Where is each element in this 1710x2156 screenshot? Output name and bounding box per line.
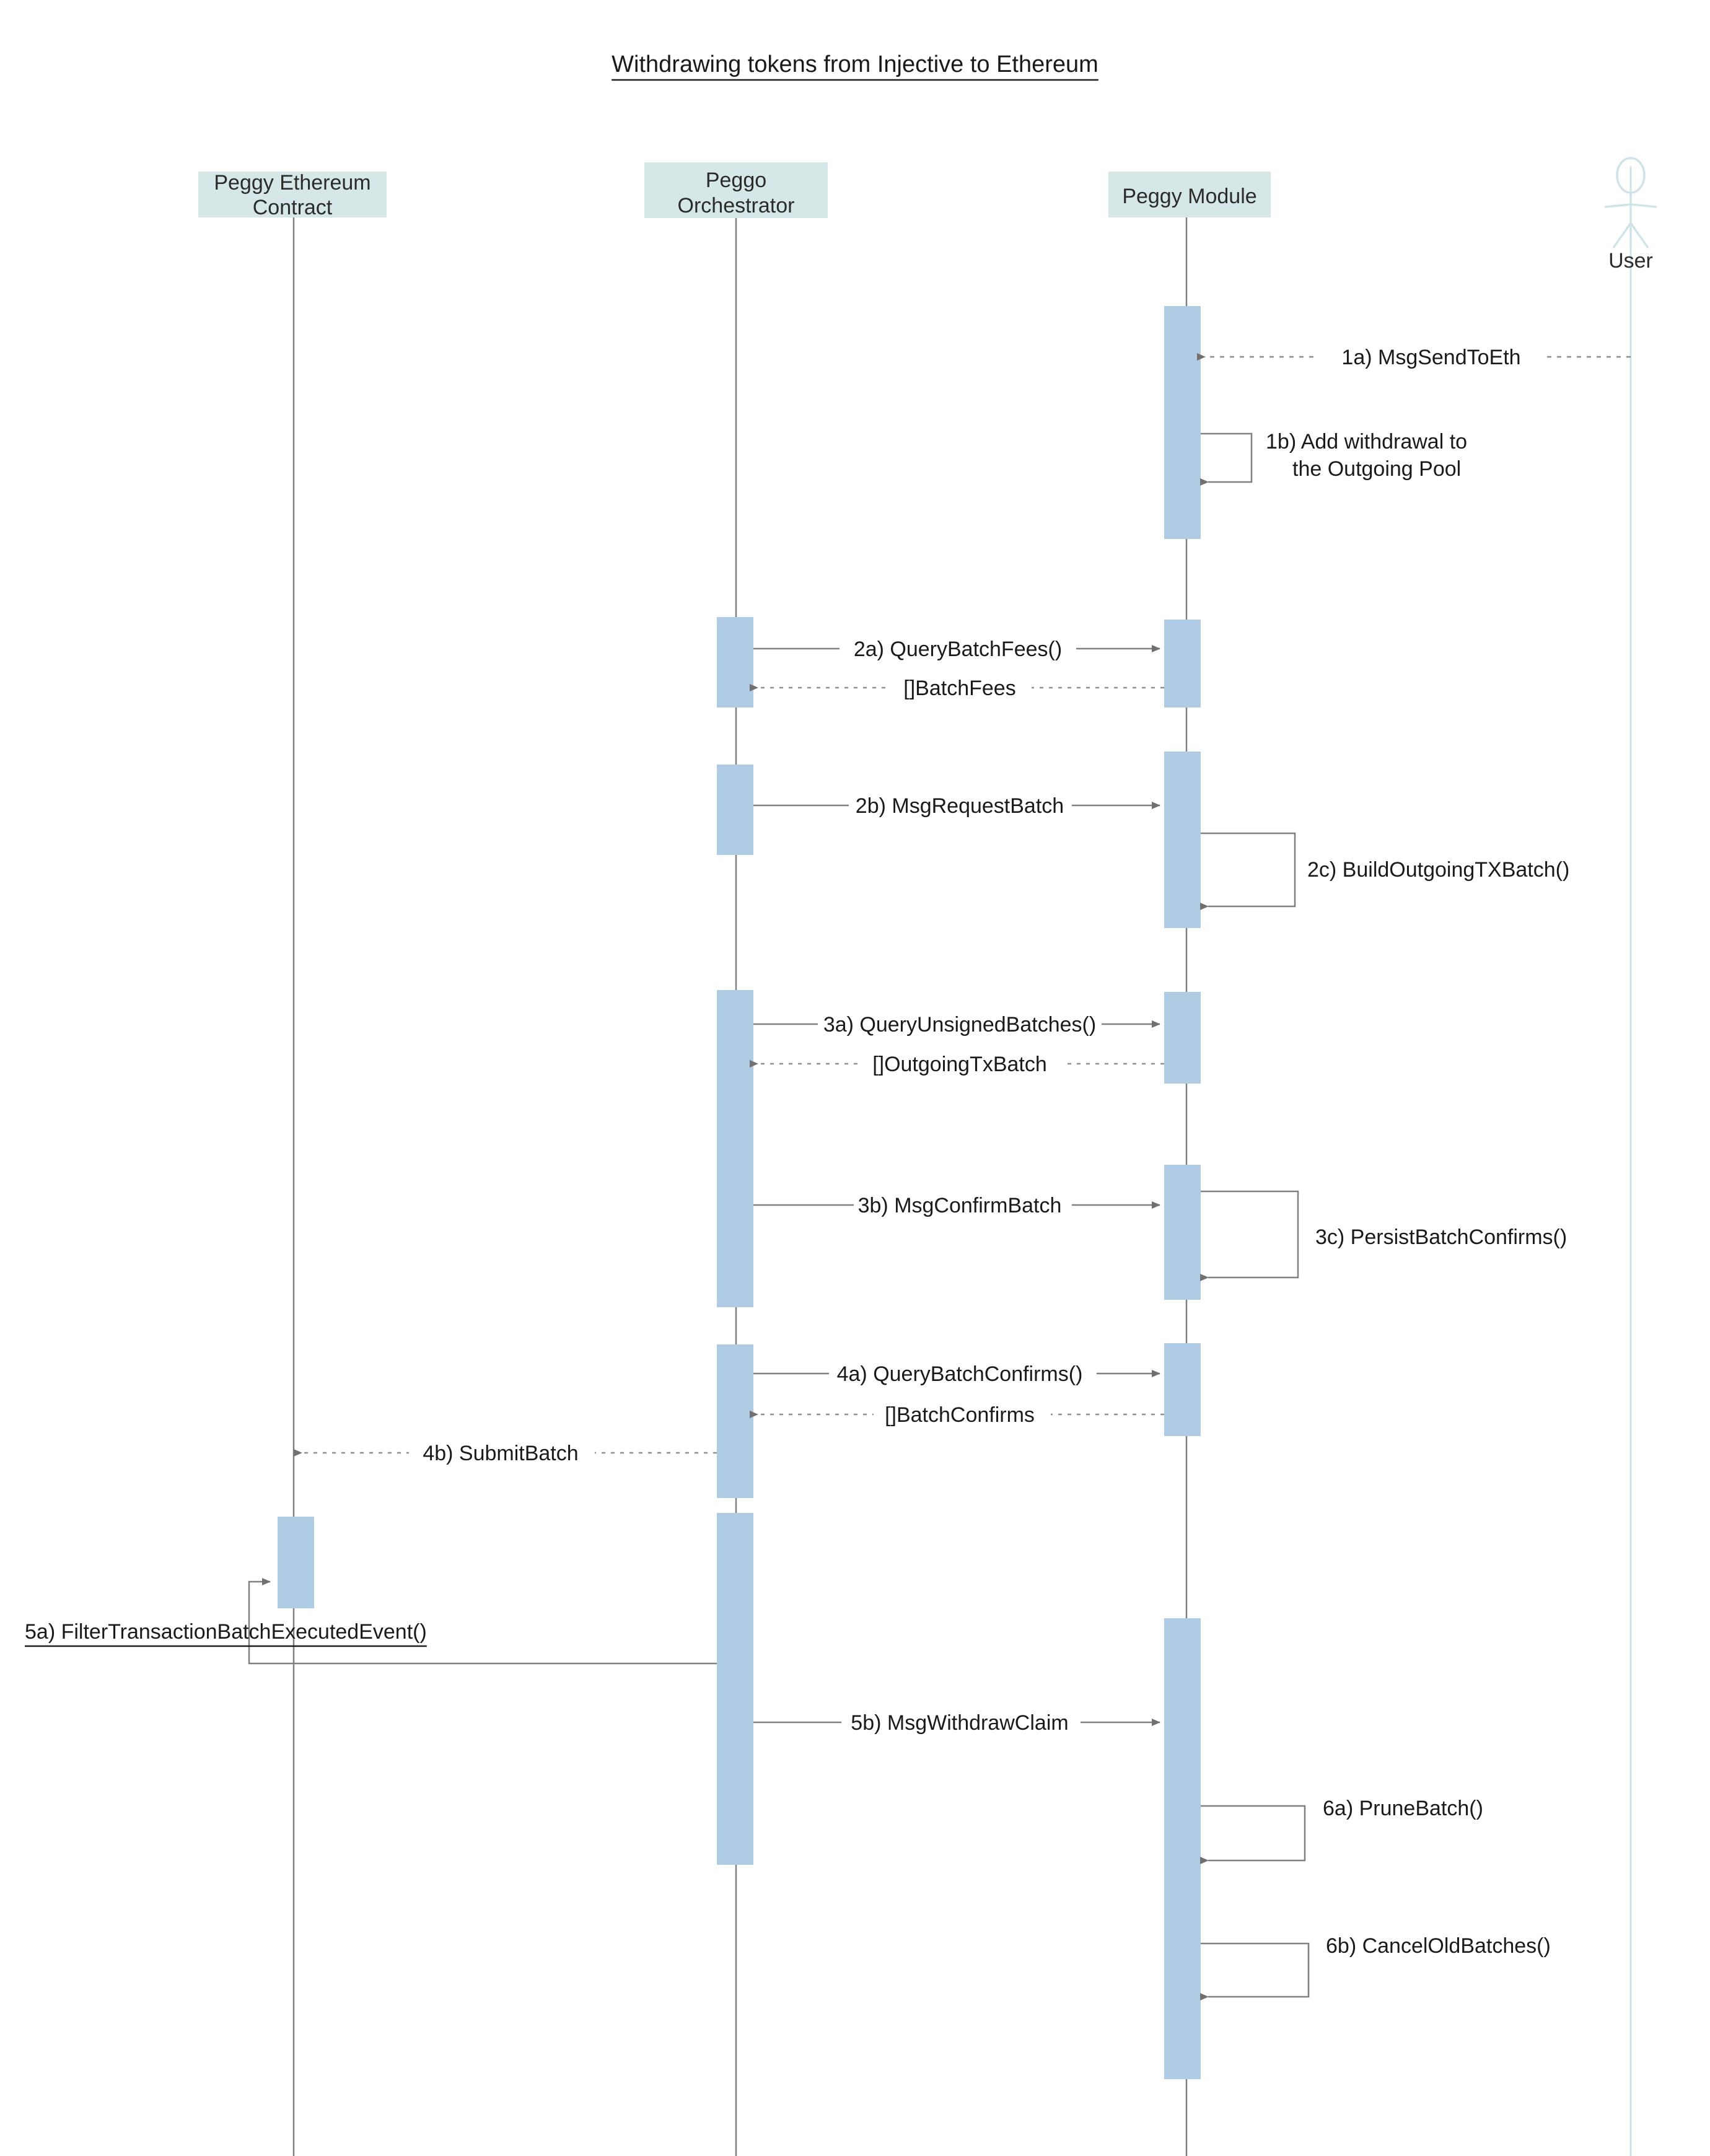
activation-module-7 [1164,1618,1201,2079]
activation-orchestrator-4 [717,1344,753,1498]
message-3c[interactable]: 3c) PersistBatchConfirms() [1200,1190,1567,1281]
activation-module-3 [1164,752,1201,928]
message-label-6a: 6a) PruneBatch() [1323,1797,1483,1820]
participant-contract[interactable]: Peggy Ethereum Contract [198,171,387,219]
message-arrow-6b [1200,1942,1310,2000]
participant-label-user: User [1608,249,1653,273]
activation-orchestrator-5 [717,1513,753,1865]
message-label-1b-line1: 1b) Add withdrawal to [1266,430,1467,454]
message-label-2a-return: []BatchFees [903,677,1015,700]
label-bg-4a-return [874,1400,1051,1429]
message-label-2b: 2b) MsgRequestBatch [856,794,1064,818]
message-2b[interactable]: 2b) MsgRequestBatch [753,791,1160,820]
message-3a[interactable]: 3a) QueryUnsignedBatches() [753,1010,1160,1038]
label-bg-3a [818,1010,1102,1038]
participant-box-contract [198,172,387,217]
participant-label-module: Peggy Module [1122,185,1256,208]
page-title: Withdrawing tokens from Injective to Eth… [612,51,1098,77]
participant-label-orchestrator-line2: Orchestrator [678,194,795,217]
activation-module-4 [1164,992,1201,1084]
message-arrow-6a [1200,1805,1306,1864]
message-4a[interactable]: 4a) QueryBatchConfirms() [753,1359,1160,1388]
message-4a-return[interactable]: []BatchConfirms [750,1400,1164,1429]
activation-module-5 [1164,1165,1201,1300]
label-bg-1a [1317,343,1546,371]
participant-user[interactable]: User [1604,157,1657,273]
label-bg-4b [409,1439,595,1467]
participant-orchestrator[interactable]: Peggo Orchestrator [644,162,828,218]
message-arrow-3c [1200,1190,1299,1281]
participant-label-orchestrator-line1: Peggo [706,169,766,192]
activation-orchestrator-3 [717,990,753,1307]
message-1a[interactable]: 1a) MsgSendToEth [1197,343,1631,371]
activation-orchestrator-1 [717,617,753,708]
label-bg-5b [841,1708,1081,1737]
message-2a-return[interactable]: []BatchFees [750,673,1164,702]
message-label-3a: 3a) QueryUnsignedBatches() [823,1013,1096,1036]
activation-module-6 [1164,1343,1201,1436]
label-bg-3a-return [861,1050,1063,1078]
diagram-title: Withdrawing tokens from Injective to Eth… [612,51,1098,81]
activation-orchestrator-2 [717,765,753,855]
message-label-4b: 4b) SubmitBatch [423,1442,578,1465]
participant-label-contract-line2: Contract [253,196,333,219]
participant-label-contract-line1: Peggy Ethereum [214,171,370,195]
message-label-4a-return: []BatchConfirms [885,1403,1035,1427]
message-2a[interactable]: 2a) QueryBatchFees() [753,634,1160,663]
message-arrow-2c [1200,832,1296,910]
actor-stick-figure-icon [1604,157,1657,249]
message-3a-return[interactable]: []OutgoingTxBatch [750,1050,1164,1078]
message-3b[interactable]: 3b) MsgConfirmBatch [753,1191,1160,1219]
message-label-4a: 4a) QueryBatchConfirms() [837,1362,1083,1386]
message-label-1a: 1a) MsgSendToEth [1341,346,1520,369]
label-bg-2a-return [889,673,1032,702]
activation-module-1 [1164,306,1201,539]
message-5b[interactable]: 5b) MsgWithdrawClaim [753,1708,1160,1737]
message-label-5a: 5a) FilterTransactionBatchExecutedEvent(… [25,1620,427,1644]
message-4b[interactable]: 4b) SubmitBatch [294,1439,717,1467]
participant-box-orchestrator [644,162,828,218]
message-5a[interactable]: 5a) FilterTransactionBatchExecutedEvent(… [25,1578,717,1665]
message-label-5b: 5b) MsgWithdrawClaim [851,1711,1068,1735]
message-label-3b: 3b) MsgConfirmBatch [858,1194,1062,1217]
participant-module[interactable]: Peggy Module [1108,172,1271,217]
activations-group [278,306,1201,2079]
message-label-2c: 2c) BuildOutgoingTXBatch() [1307,858,1569,882]
message-label-1b-line2: the Outgoing Pool [1292,457,1461,481]
message-6b[interactable]: 6b) CancelOldBatches() [1200,1934,1551,2000]
message-1b[interactable]: 1b) Add withdrawal to the Outgoing Pool [1200,430,1467,486]
message-arrow-1b [1200,432,1253,486]
message-label-6b: 6b) CancelOldBatches() [1326,1934,1551,1958]
message-label-3a-return: []OutgoingTxBatch [872,1053,1047,1076]
message-label-3c: 3c) PersistBatchConfirms() [1315,1225,1567,1249]
participant-box-module [1108,172,1271,217]
label-bg-2a [840,634,1076,663]
message-2c[interactable]: 2c) BuildOutgoingTXBatch() [1200,832,1569,910]
message-6a[interactable]: 6a) PruneBatch() [1200,1797,1483,1864]
activation-module-2 [1164,620,1201,708]
activation-contract-1 [278,1517,314,1608]
label-bg-2b [849,791,1072,820]
message-arrow-5a [248,1578,717,1665]
label-bg-3b [854,1191,1072,1219]
message-label-2a: 2a) QueryBatchFees() [854,638,1062,661]
label-bg-4a [829,1359,1097,1388]
